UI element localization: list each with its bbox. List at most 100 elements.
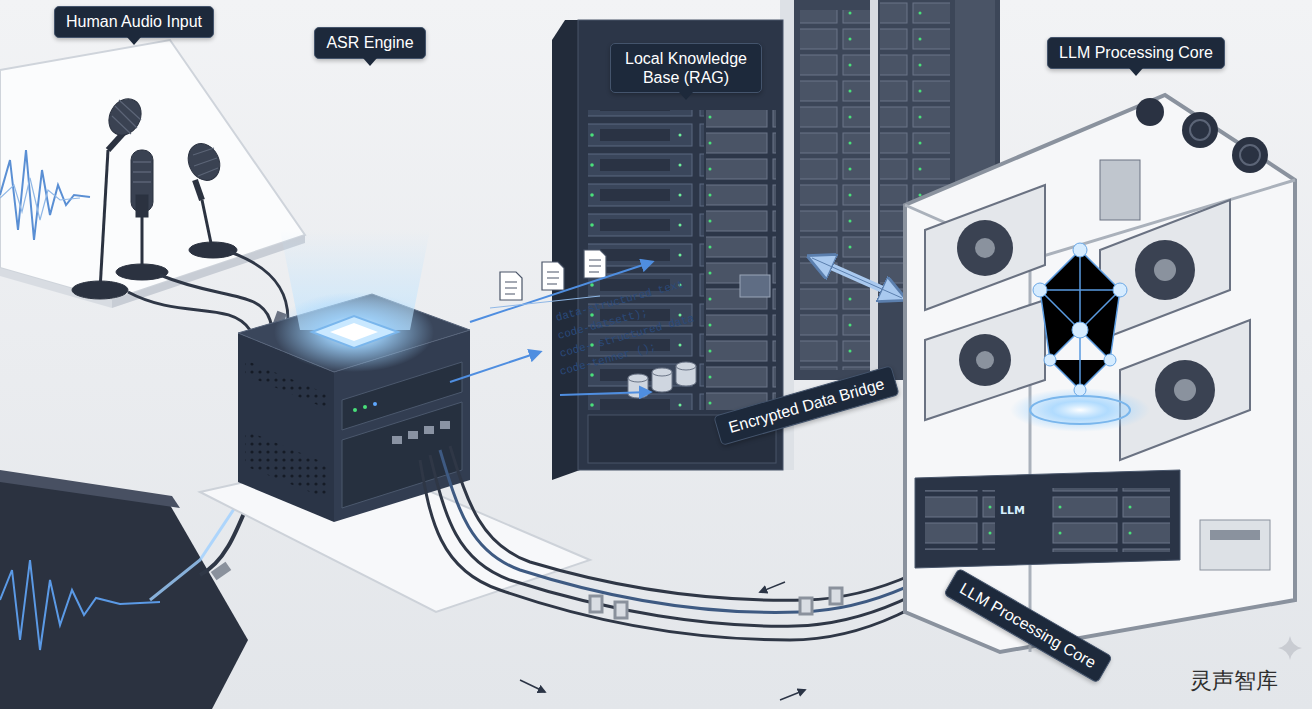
llm-core-frame xyxy=(1136,98,1164,126)
label-text: Human Audio Input xyxy=(66,12,202,31)
llm-server-unit xyxy=(915,470,1180,568)
bridge-label: Encrypted Data Bridge xyxy=(713,366,899,447)
asr-server xyxy=(373,402,377,406)
asr-server xyxy=(238,294,470,522)
neural-network-glow xyxy=(1030,396,1130,424)
document-icon xyxy=(542,262,564,290)
microphone xyxy=(202,200,212,248)
gpu-card xyxy=(1135,240,1195,300)
bridge-arrow xyxy=(812,258,902,298)
neural-network-glow xyxy=(1040,250,1120,390)
llm-core-frame xyxy=(1232,137,1268,173)
asr-server xyxy=(363,405,367,409)
microphone xyxy=(133,162,151,182)
data-arrow xyxy=(450,262,652,395)
device-plate: LLM xyxy=(1000,504,1025,517)
sparkle xyxy=(1278,636,1302,660)
microphone xyxy=(189,242,237,258)
gpu-card xyxy=(1154,259,1176,281)
callout-label: Local Knowledge Base (RAG) xyxy=(610,43,762,93)
data-cable xyxy=(590,596,602,612)
microphone xyxy=(100,150,108,290)
llm-core-frame xyxy=(1190,120,1260,165)
gpu-card xyxy=(976,351,994,369)
data-cable xyxy=(800,598,812,614)
llm-core-frame xyxy=(1136,98,1268,173)
flow-arrow xyxy=(520,582,805,700)
gpu-card xyxy=(1120,320,1250,460)
microphone xyxy=(72,281,128,299)
llm-server-unit xyxy=(925,490,995,550)
microphone xyxy=(116,264,168,280)
llm-core-frame xyxy=(1182,112,1218,148)
flow-arrow xyxy=(520,680,545,692)
neural-network-glow xyxy=(1072,322,1088,338)
microphone xyxy=(116,150,168,280)
data-cable xyxy=(830,588,842,604)
audio-device xyxy=(0,470,180,508)
callout-label: ASR Engine xyxy=(314,27,425,58)
neural-network-glow xyxy=(1033,283,1047,297)
data-arrow xyxy=(450,352,540,382)
sound-wave xyxy=(0,150,90,240)
document-icon xyxy=(500,250,606,300)
asr-server xyxy=(424,426,434,434)
llm-core-frame xyxy=(905,95,1295,652)
audio-device xyxy=(211,562,231,581)
llm-core-frame xyxy=(1240,145,1260,165)
gpu-card xyxy=(975,238,995,258)
gpu-card xyxy=(959,334,1011,386)
microphone xyxy=(136,195,148,217)
document-icon xyxy=(500,272,522,300)
watermark: 灵声智库 xyxy=(1190,666,1278,696)
server-rack xyxy=(800,10,870,370)
asr-server xyxy=(245,430,330,500)
sound-wave xyxy=(0,178,80,220)
asr-chip-glow xyxy=(274,292,434,372)
neural-network-glow xyxy=(1044,354,1056,366)
sparkle xyxy=(1278,636,1302,660)
document-icon xyxy=(589,260,601,272)
document-icon xyxy=(505,282,517,294)
gpu-card xyxy=(1155,360,1215,420)
neural-network-glow xyxy=(1074,384,1086,396)
gpu-card xyxy=(1100,200,1230,340)
server-rack xyxy=(870,0,878,380)
asr-chip-glow xyxy=(312,316,398,348)
asr-server xyxy=(440,421,450,429)
microphone xyxy=(141,215,144,270)
knowledge-base-rack xyxy=(706,110,776,410)
microphone xyxy=(112,100,141,134)
llm-core-frame xyxy=(905,95,1295,652)
sound-wave xyxy=(0,150,90,240)
microphone xyxy=(182,138,237,258)
microphone xyxy=(182,138,225,185)
database-icon xyxy=(628,374,648,382)
microphone xyxy=(195,180,202,200)
knowledge-base-rack xyxy=(740,275,770,297)
llm-server-unit xyxy=(1210,530,1260,540)
neural-network-glow xyxy=(1040,250,1120,390)
llm-server-unit xyxy=(1050,488,1170,552)
neural-network-glow xyxy=(1033,243,1127,396)
mic-platform xyxy=(0,40,305,300)
asr-server xyxy=(392,436,402,444)
microphone xyxy=(103,93,148,141)
asr-server xyxy=(353,408,357,412)
neural-network-glow xyxy=(1073,243,1087,257)
llm-server-unit xyxy=(1200,520,1270,570)
document-icon xyxy=(584,250,606,278)
data-arrow xyxy=(560,392,650,395)
flow-arrow xyxy=(780,690,805,700)
neural-network-glow xyxy=(1010,243,1150,432)
core-label: LLM Processing Core xyxy=(943,568,1113,684)
llm-core-frame xyxy=(1190,120,1210,140)
document-icon xyxy=(547,272,559,284)
database-icon xyxy=(676,362,696,370)
bridge-arrow xyxy=(812,258,902,298)
label-text: Local Knowledge Base (RAG) xyxy=(622,49,750,87)
gpu-card xyxy=(1174,379,1196,401)
asr-chip-glow xyxy=(330,323,378,341)
